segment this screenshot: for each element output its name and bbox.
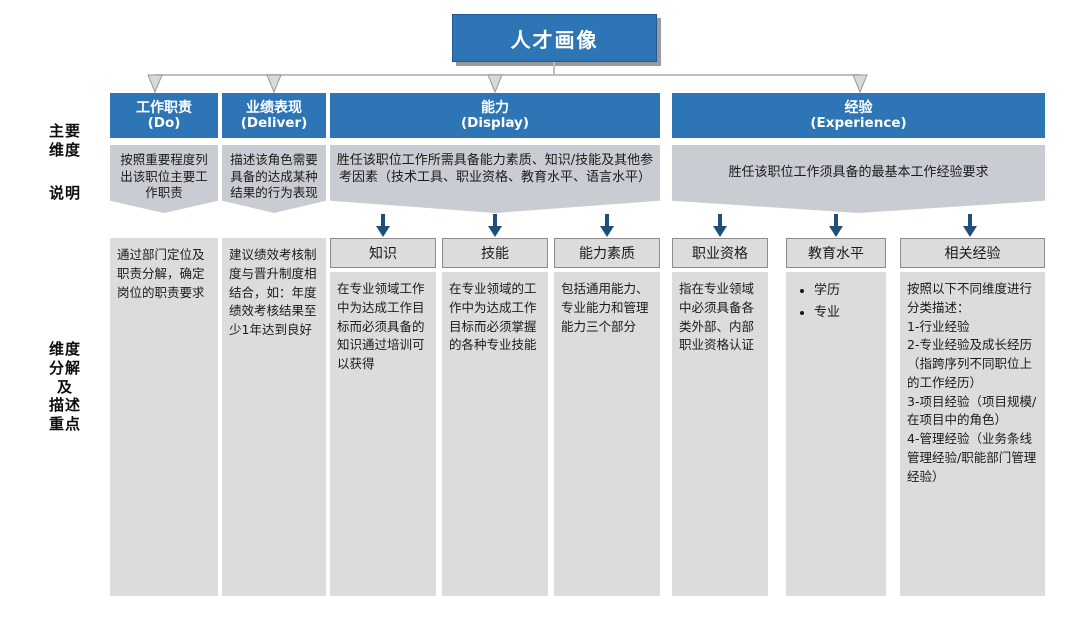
header-experience-en: (Experience) [810, 114, 907, 131]
detail-qualification: 指在专业领域中必须具备各类外部、内部职业资格认证 [672, 272, 768, 596]
header-do-cn: 工作职责 [136, 99, 192, 116]
detail-related-exp: 按照以下不同维度进行分类描述： 1-行业经验 2-专业经验及成长经历（指跨序列不… [900, 272, 1045, 596]
subbox-related-exp[interactable]: 相关经验 [900, 238, 1045, 268]
header-experience-cn: 经验 [844, 99, 873, 116]
education-bullet-major: 专业 [814, 302, 880, 324]
header-do-en: (Do) [147, 114, 181, 131]
detail-deliver: 建议绩效考核制度与晋升制度相结合，如：年度绩效考核结果至少1年达到良好 [222, 238, 326, 596]
row-label-breakdown: 维度 分解 及 描述 重点 [48, 340, 81, 433]
detail-do: 通过部门定位及职责分解，确定岗位的职责要求 [110, 238, 218, 596]
education-bullet-degree: 学历 [814, 280, 880, 302]
description-display: 胜任该职位工作所需具备能力素质、知识/技能及其他参考因素（技术工具、职业资格、教… [330, 145, 660, 213]
header-display-en: (Display) [461, 114, 529, 131]
title-box: 人才画像 [452, 14, 657, 62]
header-display-cn: 能力 [481, 99, 509, 116]
row-label-main-dimension: 主要 维度 [48, 122, 81, 159]
detail-knowledge: 在专业领域工作中为达成工作目标而必须具备的知识通过培训可以获得 [330, 272, 436, 596]
header-deliver-cn: 业绩表现 [246, 99, 302, 116]
header-display[interactable]: 能力 (Display) [330, 93, 660, 138]
subbox-knowledge[interactable]: 知识 [330, 238, 436, 268]
description-deliver: 描述该角色需要具备的达成某种结果的行为表现 [222, 145, 326, 213]
header-deliver[interactable]: 业绩表现 (Deliver) [222, 93, 326, 138]
detail-skill: 在专业领域的工作中为达成工作目标而必须掌握的各种专业技能 [442, 272, 548, 596]
header-experience[interactable]: 经验 (Experience) [672, 93, 1045, 138]
header-do[interactable]: 工作职责 (Do) [110, 93, 218, 138]
detail-education: 学历 专业 [786, 272, 886, 596]
description-do: 按照重要程度列出该职位主要工作职责 [110, 145, 218, 213]
header-deliver-en: (Deliver) [240, 114, 308, 131]
subbox-education[interactable]: 教育水平 [786, 238, 886, 268]
subbox-competency[interactable]: 能力素质 [554, 238, 660, 268]
subbox-qualification[interactable]: 职业资格 [672, 238, 768, 268]
description-experience: 胜任该职位工作须具备的最基本工作经验要求 [672, 145, 1045, 213]
subbox-skill[interactable]: 技能 [442, 238, 548, 268]
row-label-description: 说明 [48, 184, 81, 202]
detail-competency: 包括通用能力、专业能力和管理能力三个部分 [554, 272, 660, 596]
